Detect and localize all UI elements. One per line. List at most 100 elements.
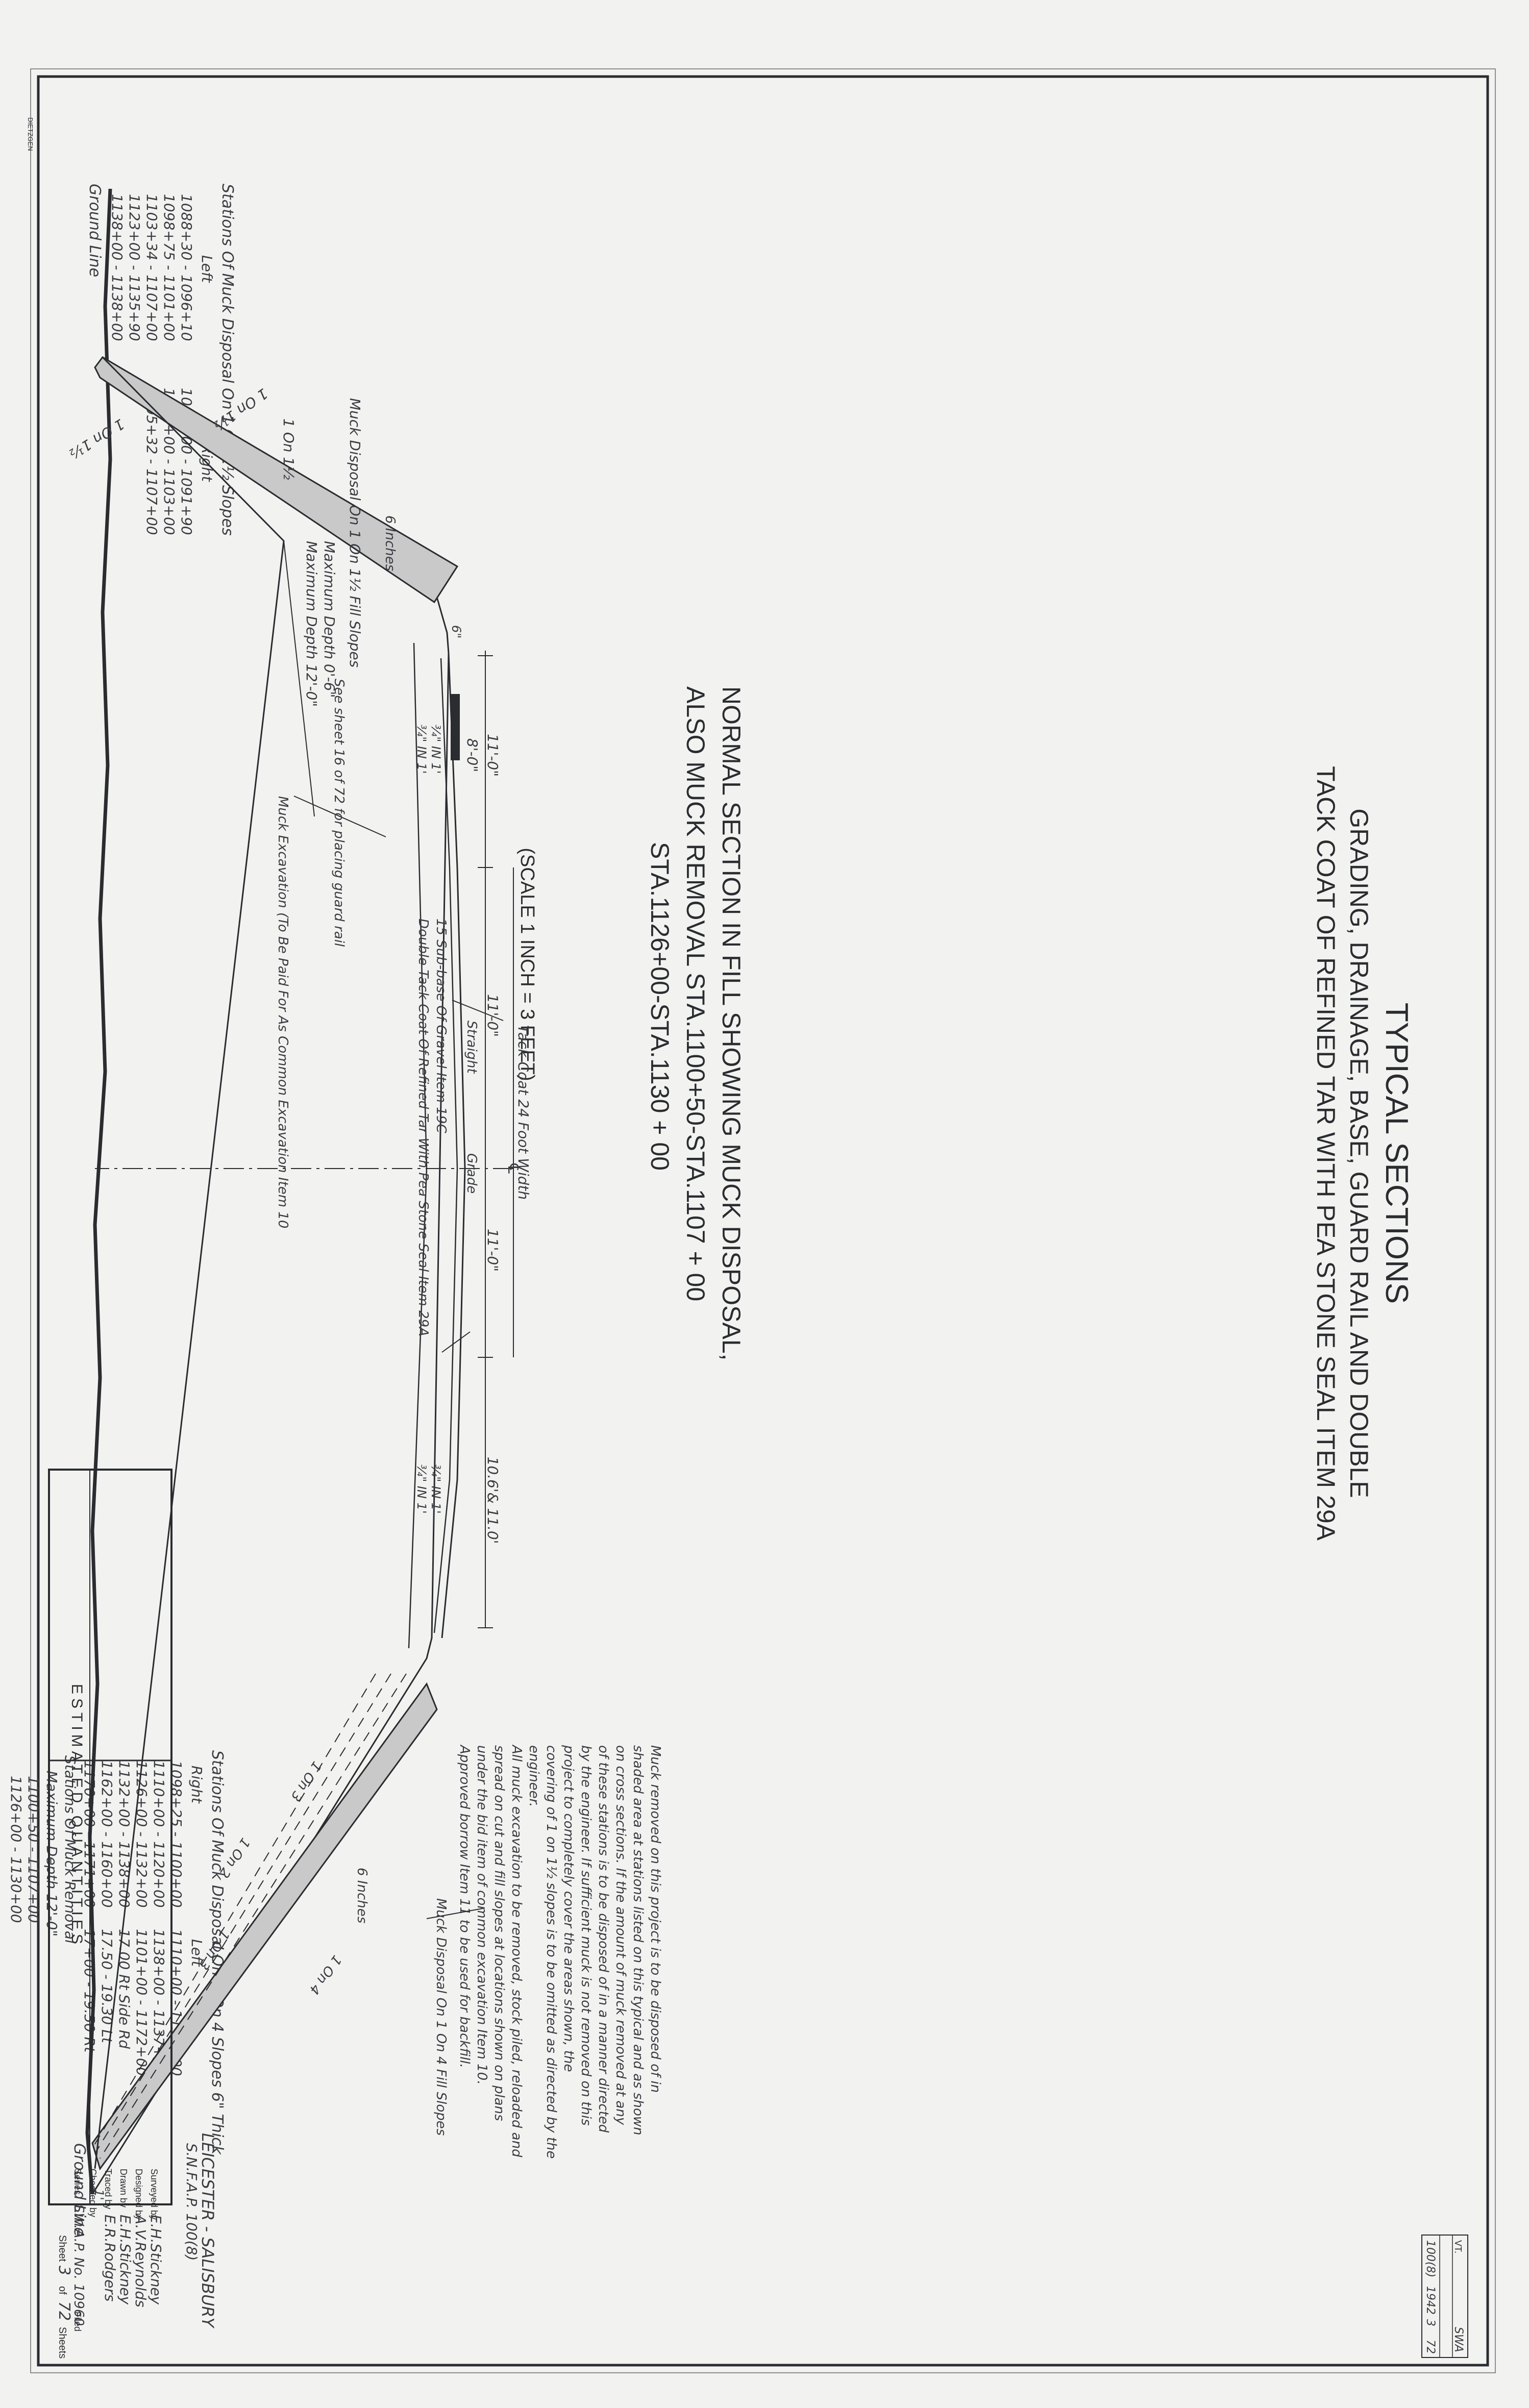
title-line1: GRADING, DRAINAGE, BASE, GUARD RAIL AND … [1345, 808, 1373, 1498]
max-depth-2: Maximum Depth 12'-0" [303, 541, 320, 707]
leader-subbase [452, 1000, 504, 1021]
filed-label: Filed [72, 2312, 83, 2331]
credits-project: S.N.F.A.P. 100(8) [183, 2143, 200, 2261]
pitch-2: ¾" IN 1' [414, 725, 429, 774]
left-table-cell-left: 1123+00 - 1135+90 [126, 194, 143, 341]
ground-line [85, 188, 112, 2195]
quantities-outer [48, 1469, 172, 2205]
sheets-label: Sheets [57, 2327, 68, 2359]
dashed-slope-2 [94, 1673, 391, 2154]
leader-muck-excavation [293, 796, 386, 837]
muck-excavation-bottom [283, 540, 315, 817]
drawn-label: Drawn by [118, 2169, 129, 2207]
note-line: Muck removed on this project is to be di… [648, 1745, 663, 2093]
right-table-heading: Stations Of Muck Disposal On 1 On 4 Slop… [208, 1750, 226, 2155]
six-inches-right: 6 Inches [354, 1868, 369, 1923]
project-stamp: VT. SWA 100(8) 1942 3 72 [1421, 2235, 1468, 2358]
title-line2: TACK COAT OF REFINED TAR WITH PEA STONE … [1312, 766, 1340, 1541]
note-line: of these stations is to be disposed of i… [596, 1745, 611, 2133]
rotated-drawing: TYPICAL SECTIONS GRADING, DRAINAGE, BASE… [8, 184, 1468, 2359]
pitch-3: ¾" IN 1' [429, 1464, 443, 1513]
dashed-slope-3 [92, 1673, 376, 2149]
left-table-col-left: Left [199, 255, 215, 283]
designed-value: A.V.Reynolds [132, 2214, 149, 2307]
pitch-4: ¾" IN 1' [414, 1464, 429, 1513]
sheet-total: 72 [55, 2301, 73, 2321]
subbase-label: 15 Sub-base Of Gravel Item 19C [433, 918, 449, 1134]
guard-rail-post [451, 694, 460, 760]
slope-label-2: 1 On 1½ [66, 415, 128, 462]
removal-row: 1100+50 - 1107+00 [25, 1776, 42, 1923]
series-value: SW.A.P. No. 10960 [71, 2204, 86, 2326]
note-line: project to completely cover the areas sh… [561, 1745, 576, 2072]
straight-label: Straight [464, 1021, 479, 1074]
series-label: Series [72, 2169, 83, 2195]
dim-11-b: 11'-0" [484, 994, 501, 1037]
right-table-cell-left: 1132+00 - 1138+00 [116, 1760, 133, 1908]
slope-1on3b: 1 On 3 [287, 1758, 324, 1804]
designed-label: Designed by [134, 2169, 144, 2220]
right-table-col-right: Right [188, 1766, 205, 1804]
left-table-cell-left: 1103+34 - 1107+00 [143, 194, 160, 341]
muck-excavation-label: Muck Excavation (To Be Paid For As Commo… [275, 796, 290, 1228]
left-table-cell-left: 1138+00 - 1138+00 [109, 194, 126, 341]
note-line: under the bid item of common excavation … [474, 1745, 489, 2084]
right-table-cell-left: 1162+00 - 1160+00 [98, 1760, 115, 1908]
left-table-cell-left: 1088+30 - 1096+10 [178, 194, 195, 341]
dim-8: 8'-0" [464, 738, 481, 772]
title-block: TYPICAL SECTIONS GRADING, DRAINAGE, BASE… [1312, 766, 1414, 1541]
note-line: on cross sections. If the amount of muck… [613, 1745, 628, 2125]
ground-line-right-label: Ground Line [70, 2143, 88, 2237]
right-table-cell-right: 17.50 - 19.30 Lt [98, 1929, 115, 2044]
grade-label: Grade [464, 1153, 479, 1194]
surveyed-value: E.H.Stickney [147, 2215, 164, 2305]
removal-depth: Maximum Depth 12'-0" [43, 1771, 60, 1937]
right-stations-table: Stations Of Muck Disposal On 1 On 4 Slop… [8, 1750, 226, 2155]
stamp-project: 100(8) [1424, 2240, 1437, 2277]
right-table-cell-right: 17.00 Rt Side Rd [116, 1929, 133, 2049]
note-line: engineer. [526, 1745, 541, 1807]
stamp-total: 72 [1424, 2340, 1437, 2354]
slope-1on4: 1 On 4 [306, 1952, 344, 1997]
caption-scale: (SCALE 1 INCH = 3 FEET) [516, 848, 538, 1081]
credits-block: LEICESTER - SALISBURY S.N.F.A.P. 100(8) … [55, 2133, 217, 2359]
estimated-quantities-block: ESTIMATED QUANTITIES [48, 1469, 172, 2205]
stamp-state: VT. [1453, 2240, 1463, 2253]
right-table-cell-right: 1101+00 - 1172+00 [133, 1929, 150, 2076]
muck-disposal-left-label: Muck Disposal On 1 On 1½ Fill Slopes [347, 398, 363, 667]
pitch-1: ¾" IN 1' [429, 725, 443, 774]
note-line: covering of 1 on 1½ slopes is to be omit… [544, 1745, 559, 2159]
sheet-num: 3 [55, 2266, 73, 2275]
caption-block: NORMAL SECTION IN FILL SHOWING MUCK DISP… [516, 686, 746, 1360]
traced-value: E.R.Rodgers [102, 2215, 118, 2301]
leader-right-disposal [426, 1908, 483, 1919]
muck-disposal-right-label: Muck Disposal On 1 On 4 Fill Slopes [433, 1898, 449, 2136]
guard-rail-note: See sheet 16 of 72 for placing guard rai… [331, 679, 347, 947]
sheet-outer-border [30, 68, 1496, 2373]
tack-coat-line [433, 658, 458, 1633]
surveyed-label: Surveyed by [149, 2169, 159, 2220]
stamp-year: 1942 [1424, 2286, 1437, 2315]
right-table-cell-left: 1126+00 - 1132+00 [133, 1760, 150, 1908]
note-line: spread on cut and fill slopes at locatio… [491, 1745, 507, 2121]
stamp-box [1421, 2235, 1468, 2358]
caption-line1: NORMAL SECTION IN FILL SHOWING MUCK DISP… [717, 686, 746, 1360]
right-muck-disposal [91, 1682, 438, 2171]
stamp-sheet: 3 [1424, 2319, 1437, 2326]
sheet-label: Sheet [57, 2235, 68, 2262]
caption-line2: ALSO MUCK REMOVAL STA.1100+50-STA.1107 +… [681, 686, 710, 1301]
note-line: shaded area at stations listed on this t… [630, 1745, 646, 2136]
corner-stamp: DIETZGEN [27, 117, 34, 151]
right-table-col-left: Left [188, 1939, 205, 1967]
tack-width-label: Tack Coat 24 Foot Width [515, 1025, 532, 1200]
dim-106: 10.6'& 11.0' [484, 1457, 501, 1544]
ground-line-left-label: Ground Line [86, 184, 104, 277]
left-table-cell-left: 1098+75 - 1101+00 [161, 194, 178, 341]
of-label: of [57, 2286, 68, 2295]
sheet-border [37, 75, 1489, 2367]
dim-11-c: 11'-0" [484, 1229, 501, 1272]
notes-block: Muck removed on this project is to be di… [457, 1744, 663, 2159]
leader-tack [441, 1331, 471, 1353]
